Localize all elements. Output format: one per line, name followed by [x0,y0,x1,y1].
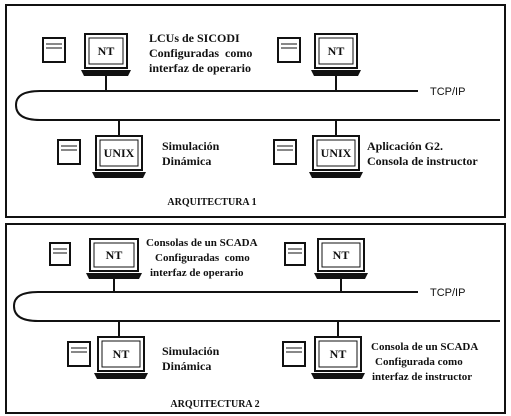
monitor-icon [94,336,148,379]
description-line-2: Configuradas como [149,46,252,60]
architecture-title: ARQUITECTURA 2 [170,399,259,410]
computer-os-label: NT [333,248,350,262]
monitor-icon [86,238,142,279]
architecture-1-panel: TCP/IP NT LCUs de SICODI Configuradas co… [5,4,506,218]
cpu-tower-icon [277,37,301,63]
description-line-1: Aplicación G2. [367,139,443,153]
network-bus [14,90,500,121]
computer-os-label: NT [330,347,347,361]
cpu-tower-icon [42,37,66,63]
top-right-workstation: NT [284,238,368,292]
network-label: TCP/IP [430,287,465,299]
monitor-icon [92,135,146,178]
top-right-workstation: NT [277,33,361,91]
bottom-right-workstation: UNIX Aplicación G2. Consola de instructo… [273,120,478,178]
description-line-1: Consola de un SCADA [371,341,478,353]
top-left-workstation: NT LCUs de SICODI Configuradas como inte… [42,31,252,91]
description-line-1: Simulación [162,139,220,153]
description-line-3: interfaz de operario [149,61,251,75]
network-label: TCP/IP [430,86,465,98]
architecture-2-panel: TCP/IP NT Consolas de un SCADA Configura… [5,223,506,414]
computer-os-label: NT [328,44,345,58]
architecture-2-border [5,223,506,414]
cpu-tower-icon [49,242,71,266]
bottom-right-workstation: NT Consola de un SCADA Configurada como … [282,321,478,383]
computer-os-label: NT [98,44,115,58]
description-line-3: interfaz de operario [150,267,244,279]
description-line-2: Configuradas como [155,252,250,264]
description-line-1: Simulación [162,344,220,358]
description-line-2: Dinámica [162,359,211,373]
monitor-icon [311,33,361,76]
cpu-tower-icon [273,139,297,165]
description-line-2: Dinámica [162,154,211,168]
monitor-icon [309,135,363,178]
network-bus [12,291,500,322]
top-left-workstation: NT Consolas de un SCADA Configuradas com… [49,237,258,292]
architecture-1-border [5,4,506,218]
cpu-tower-icon [67,341,91,367]
bottom-left-workstation: NT Simulación Dinámica [67,321,220,379]
bottom-left-workstation: UNIX Simulación Dinámica [57,120,220,178]
cpu-tower-icon [284,242,306,266]
computer-os-label: UNIX [321,146,352,160]
cpu-tower-icon [57,139,81,165]
computer-os-label: NT [113,347,130,361]
description-line-2: Configurada como [375,356,463,368]
architecture-title: ARQUITECTURA 1 [167,197,256,208]
description-line-2: Consola de instructor [367,154,478,168]
description-line-3: interfaz de instructor [372,371,472,383]
description-line-1: Consolas de un SCADA [146,237,258,249]
computer-os-label: UNIX [104,146,135,160]
monitor-icon [311,336,365,379]
cpu-tower-icon [282,341,306,367]
description-line-1: LCUs de SICODI [149,31,240,45]
monitor-icon [81,33,131,76]
monitor-icon [314,238,368,279]
computer-os-label: NT [106,248,123,262]
